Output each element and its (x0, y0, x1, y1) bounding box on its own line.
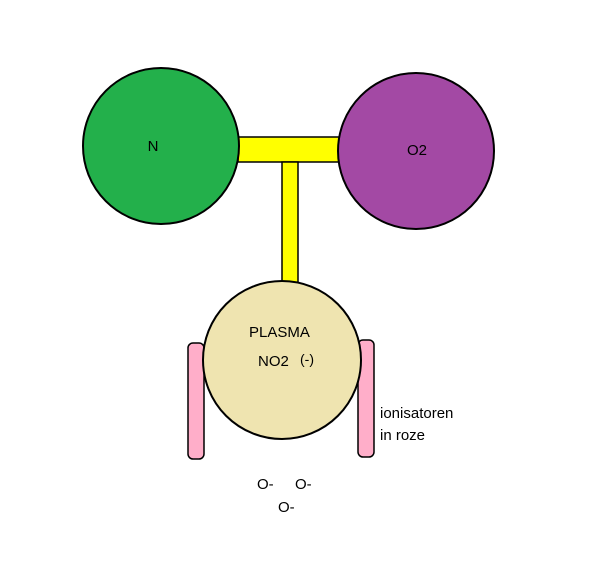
charge-label: (-) (300, 351, 314, 367)
o2-circle (337, 72, 495, 230)
ion-label: O- (257, 476, 274, 493)
n-label: N (148, 138, 159, 155)
o2-label: O2 (407, 142, 427, 159)
annotation-line1: ionisatoren (380, 405, 453, 422)
vertical-connector (281, 161, 299, 285)
ion-label: O- (295, 476, 312, 493)
n-circle (82, 67, 240, 225)
annotation-line2: in roze (380, 427, 425, 444)
ion-label: O- (278, 499, 295, 516)
horizontal-connector (237, 136, 343, 163)
ionizer-right (357, 339, 375, 458)
plasma-label: PLASMA (249, 324, 310, 341)
plasma-circle (202, 280, 362, 440)
ionizer-left (187, 342, 205, 460)
no2-label: NO2 (258, 353, 289, 370)
